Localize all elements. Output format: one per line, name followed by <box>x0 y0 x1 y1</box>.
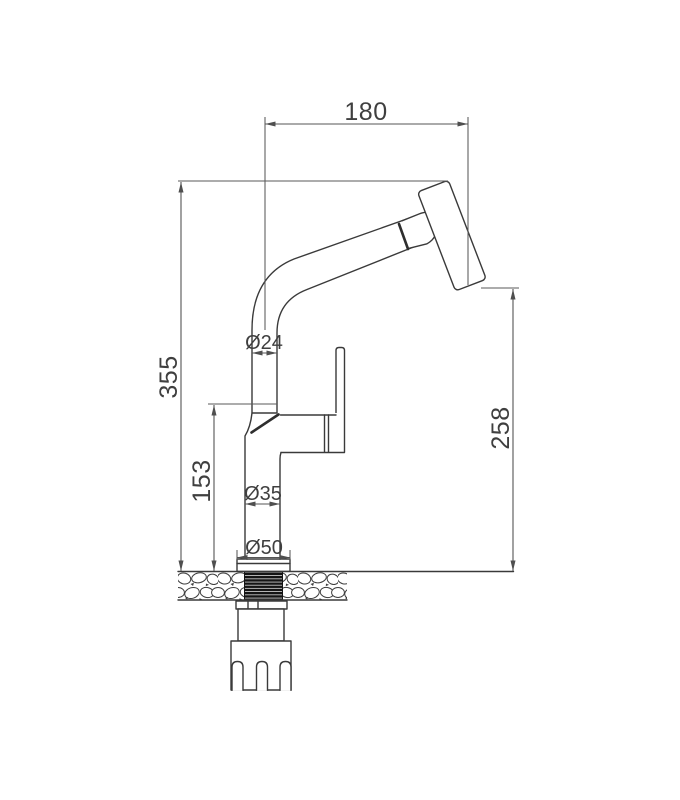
dim-label-d50: Ø50 <box>245 537 283 559</box>
dimension-body-diameter: Ø35 <box>244 483 282 507</box>
locknut <box>235 600 288 610</box>
shoulder-chamfer <box>250 413 280 434</box>
dimension-base-diameter: Ø50 <box>236 537 291 561</box>
under-counter-assembly <box>230 600 292 691</box>
dim-label-153: 153 <box>188 459 216 502</box>
threaded-shank <box>244 571 283 601</box>
cartridge-collar <box>323 414 330 453</box>
dim-label-258: 258 <box>487 406 515 449</box>
dim-label-d35: Ø35 <box>244 483 282 505</box>
locknut-notches <box>247 600 259 610</box>
dimension-spout-outlet-height: 153 <box>188 403 277 571</box>
faucet-outline <box>236 180 486 573</box>
supply-shank <box>237 608 285 642</box>
dim-label-355: 355 <box>155 355 183 398</box>
dimension-overall-reach: 180 <box>264 98 469 330</box>
dim-label-d24: Ø24 <box>245 332 283 354</box>
riser-body <box>244 412 282 560</box>
joint-tick <box>397 222 410 251</box>
mounting-nut-slots <box>231 660 292 691</box>
dim-label-180: 180 <box>344 98 387 126</box>
dimension-spout-diameter: Ø24 <box>245 332 283 356</box>
base-flange <box>236 558 291 573</box>
countertop <box>177 570 515 601</box>
handle-lever <box>335 346 346 452</box>
dimension-spray-head-height: 258 <box>481 287 519 571</box>
dimension-overall-height: 355 <box>155 180 448 571</box>
